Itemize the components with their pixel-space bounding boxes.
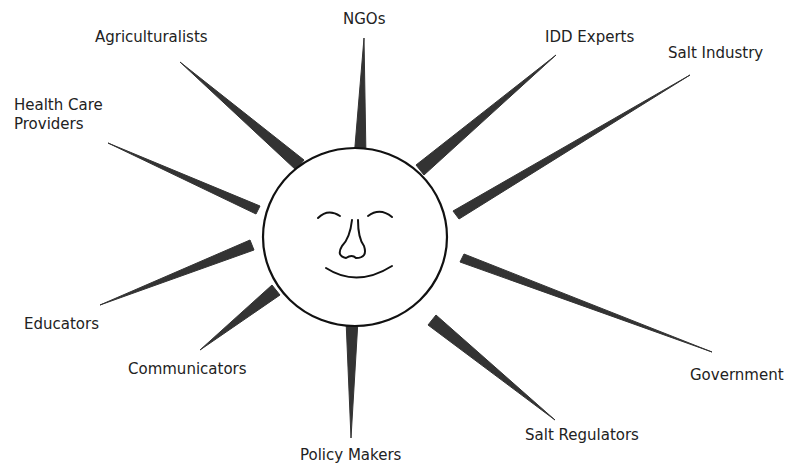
ray (346, 320, 358, 438)
ray (460, 254, 712, 352)
sun-circle (263, 148, 447, 326)
sun-rays (100, 38, 712, 438)
nose (340, 220, 365, 258)
stakeholder-label: IDD Experts (545, 28, 634, 47)
ray (180, 62, 304, 170)
stakeholder-label: Policy Makers (300, 446, 401, 465)
stakeholder-label: Educators (24, 315, 99, 334)
ray (428, 315, 555, 420)
sun-face (318, 212, 392, 278)
stakeholder-label: Government (690, 366, 784, 385)
stakeholder-label: Salt Industry (668, 44, 763, 63)
stakeholder-label: NGOs (343, 10, 385, 29)
stakeholder-label: Salt Regulators (525, 426, 639, 445)
ray (416, 55, 556, 175)
ray (108, 143, 260, 214)
stakeholder-label: Agriculturalists (95, 28, 208, 47)
ray (354, 38, 366, 158)
ray (453, 75, 690, 219)
stakeholder-label: Communicators (128, 360, 247, 379)
eye (318, 212, 340, 218)
ray (200, 285, 280, 350)
ray (100, 240, 254, 305)
stakeholder-label: Health Care Providers (14, 96, 126, 134)
eye (368, 212, 392, 217)
smile (326, 266, 392, 278)
